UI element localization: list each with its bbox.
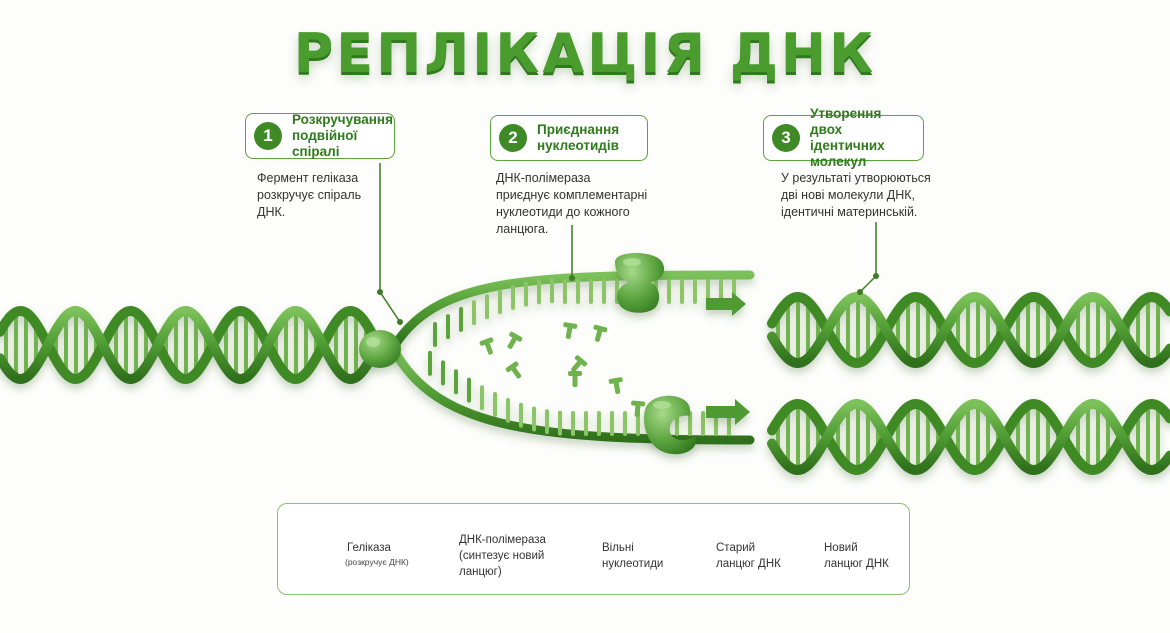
legend-nucleotides-label: Вільні нуклеотиди <box>602 542 664 570</box>
legend-new-strand-label: Новий ланцюг ДНК <box>824 542 889 570</box>
legend-old-strand-label: Старий ланцюг ДНК <box>716 542 781 570</box>
nucleotide-icon <box>568 371 582 387</box>
step-1-number: 1 <box>254 122 282 150</box>
legend: Геліказа (розкручує ДНК) ДНК-полімераза … <box>277 503 910 595</box>
step-2-title: Приєднання нуклеотидів <box>537 122 620 153</box>
nucleotide-icon <box>507 331 523 349</box>
daughter-dna-helix-top <box>767 291 1170 369</box>
free-nucleotides <box>479 322 646 418</box>
nucleotide-icon <box>479 337 494 355</box>
step-3-number: 3 <box>772 124 800 152</box>
nucleotide-icon <box>608 377 623 394</box>
legend-helicase-label: Геліказа <box>347 542 391 554</box>
page-title: РЕПЛІКАЦІЯ ДНК <box>293 22 877 85</box>
step-1-title: Розкручування подвійної спіралі <box>292 112 393 159</box>
step-3-description: У результаті утворюються дві нові молеку… <box>781 171 931 219</box>
legend-helicase-sub: (розкручує ДНК) <box>345 557 409 567</box>
step-2-description: ДНК-полімераза приєднує комплементарні н… <box>496 171 648 236</box>
replication-fork <box>390 270 755 445</box>
parent-dna-helix <box>0 305 377 385</box>
nucleotide-icon <box>563 322 578 339</box>
polymerase-icon <box>615 253 665 313</box>
nucleotide-icon <box>593 324 608 342</box>
nucleotide-icon <box>571 355 588 372</box>
arrow-right-icon <box>706 399 750 425</box>
step-1-box: 1 Розкручування подвійної спіралі <box>245 112 395 159</box>
nucleotide-icon <box>631 400 646 418</box>
step-1-description: Фермент геліказа розкручує спіраль ДНК. <box>257 171 362 219</box>
daughter-dna-helix-bottom <box>767 398 1170 476</box>
arrow-right-icon <box>706 292 746 316</box>
step-3-title: Утворення двох ідентичних молекул <box>810 106 885 169</box>
helicase-icon <box>359 330 401 368</box>
callout-dots <box>377 273 879 325</box>
step-2-number: 2 <box>499 124 527 152</box>
polymerase-icon <box>644 395 697 455</box>
step-2-box: 2 Приєднання нуклеотидів <box>490 115 648 161</box>
legend-polymerase-label: ДНК-полімераза (синтезує новий ланцюг) <box>459 534 546 578</box>
nucleotide-icon <box>505 361 522 379</box>
step-3-box: 3 Утворення двох ідентичних молекул <box>763 106 924 169</box>
